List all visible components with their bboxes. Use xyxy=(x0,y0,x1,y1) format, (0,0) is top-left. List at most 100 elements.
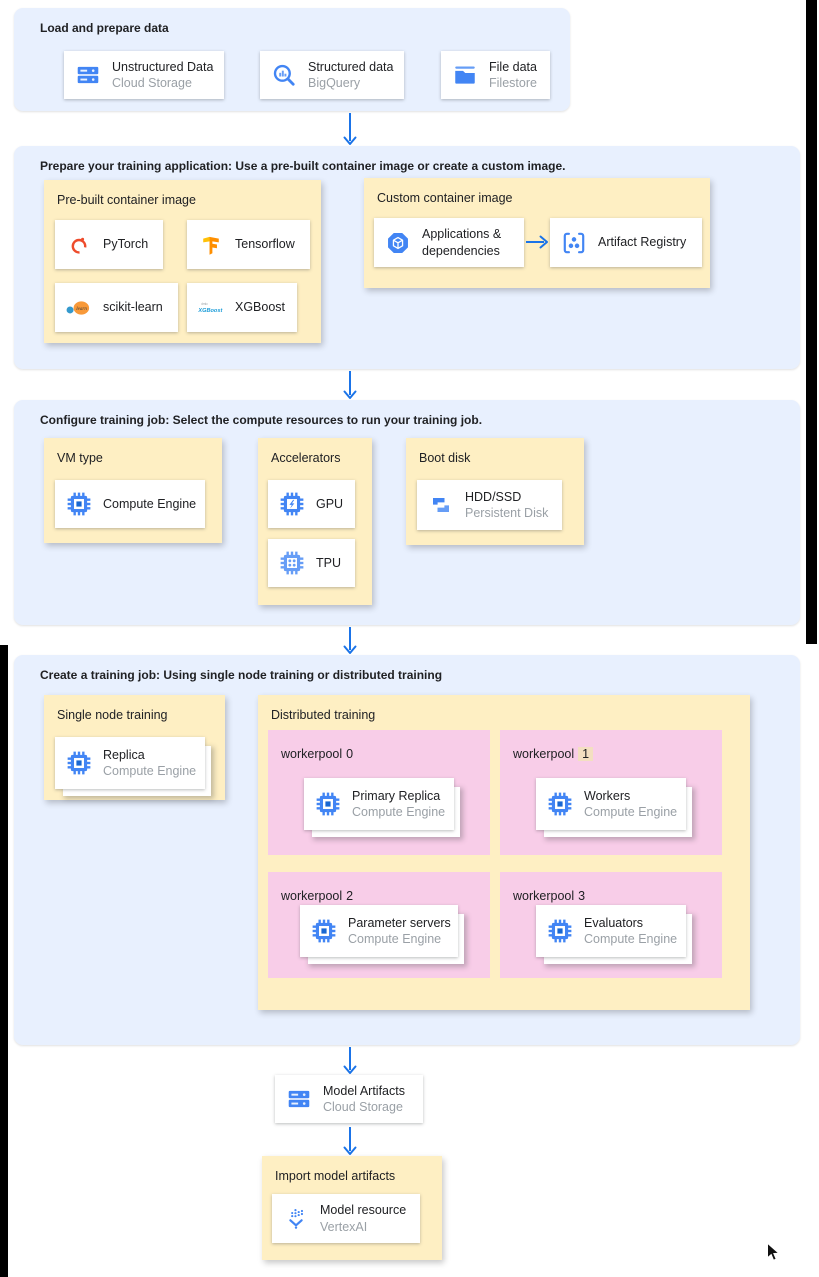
custom-container-box: Custom container image Applications & de… xyxy=(364,178,710,288)
artifact-registry-card[interactable]: Artifact Registry xyxy=(550,218,702,267)
compute-engine-icon xyxy=(546,918,574,944)
artifact-registry-icon xyxy=(560,230,588,256)
configure-job-title: Configure training job: Select the compu… xyxy=(40,413,483,427)
gpu-card[interactable]: GPU xyxy=(268,480,355,528)
card-label: Model resource xyxy=(320,1203,407,1218)
svg-text:dmlc: dmlc xyxy=(201,302,208,306)
compute-engine-icon xyxy=(65,491,93,517)
scikit-learn-icon: learn xyxy=(65,295,93,321)
card-label: PyTorch xyxy=(103,237,149,252)
card-sublabel: Compute Engine xyxy=(348,932,442,946)
applications-dependencies-card[interactable]: Applications & dependencies xyxy=(374,218,524,267)
card-sublabel: Compute Engine xyxy=(584,932,678,946)
compute-engine-icon xyxy=(546,791,574,817)
card-label: scikit-learn xyxy=(103,300,163,315)
svg-text:learn: learn xyxy=(76,305,87,311)
card-label: TPU xyxy=(316,555,341,570)
card-sublabel: Compute Engine xyxy=(103,764,197,778)
vm-type-box: VM type Compute Engine xyxy=(44,438,222,543)
flow-arrow-down xyxy=(342,371,358,400)
card-label: HDD/SSD xyxy=(465,489,522,504)
prebuilt-container-box: Pre-built container image PyTorch Tensor… xyxy=(44,180,321,343)
card-sublabel: Cloud Storage xyxy=(323,1100,403,1114)
scikit-learn-card[interactable]: learn scikit-learn xyxy=(55,283,178,332)
gpu-icon xyxy=(278,491,306,517)
card-label: Parameter servers xyxy=(348,915,451,930)
compute-engine-icon xyxy=(310,918,338,944)
import-model-title: Import model artifacts xyxy=(275,1169,396,1183)
vertex-ai-icon xyxy=(282,1206,310,1232)
single-node-title: Single node training xyxy=(57,708,168,722)
container-flow-arrow-right xyxy=(526,234,550,250)
card-label: Primary Replica xyxy=(352,788,441,803)
card-label: Workers xyxy=(584,788,631,803)
card-sublabel: Compute Engine xyxy=(584,805,678,819)
create-job-title: Create a training job: Using single node… xyxy=(40,668,443,682)
card-label: Tensorflow xyxy=(235,237,295,252)
card-sublabel: BigQuery xyxy=(308,76,361,90)
tpu-card[interactable]: TPU xyxy=(268,539,355,587)
compute-engine-card[interactable]: Compute Engine xyxy=(55,480,205,528)
cloud-storage-icon xyxy=(285,1086,313,1112)
svg-text:XGBoost: XGBoost xyxy=(197,307,223,313)
boot-disk-title: Boot disk xyxy=(419,451,471,465)
highlighted-number: 1 xyxy=(578,747,594,761)
card-label: Unstructured Data xyxy=(112,59,214,74)
distributed-title: Distributed training xyxy=(271,708,376,722)
card-label: Artifact Registry xyxy=(598,235,687,250)
bigquery-icon xyxy=(270,62,298,88)
tensorflow-card[interactable]: Tensorflow xyxy=(187,220,310,269)
prebuilt-container-title: Pre-built container image xyxy=(57,193,196,207)
load-data-title: Load and prepare data xyxy=(40,21,169,35)
pytorch-card[interactable]: PyTorch xyxy=(55,220,163,269)
card-label: File data xyxy=(489,59,537,74)
prepare-application-title: Prepare your training application: Use a… xyxy=(40,159,566,173)
accelerators-title: Accelerators xyxy=(271,451,341,465)
card-sublabel: Compute Engine xyxy=(352,805,446,819)
flow-arrow-down xyxy=(342,627,358,655)
flow-arrow-down xyxy=(342,113,358,146)
vm-type-title: VM type xyxy=(57,451,103,465)
tensorflow-icon xyxy=(197,232,225,258)
accelerators-box: Accelerators GPU TPU xyxy=(258,438,372,605)
card-label: Structured data xyxy=(308,59,394,74)
screenshot-seam-right xyxy=(806,0,817,644)
create-job-panel: Create a training job: Using single node… xyxy=(14,655,800,1045)
custom-container-title: Custom container image xyxy=(377,191,513,205)
card-sublabel: VertexAI xyxy=(320,1219,368,1234)
card-label: Evaluators xyxy=(584,915,644,930)
mouse-cursor xyxy=(766,1242,781,1263)
card-label: Applications & dependencies xyxy=(422,227,502,258)
card-sublabel: Cloud Storage xyxy=(112,76,192,90)
card-label: GPU xyxy=(316,496,344,511)
filestore-icon xyxy=(451,62,479,88)
applications-dependencies-icon xyxy=(384,230,412,256)
flow-arrow-down xyxy=(342,1127,358,1156)
